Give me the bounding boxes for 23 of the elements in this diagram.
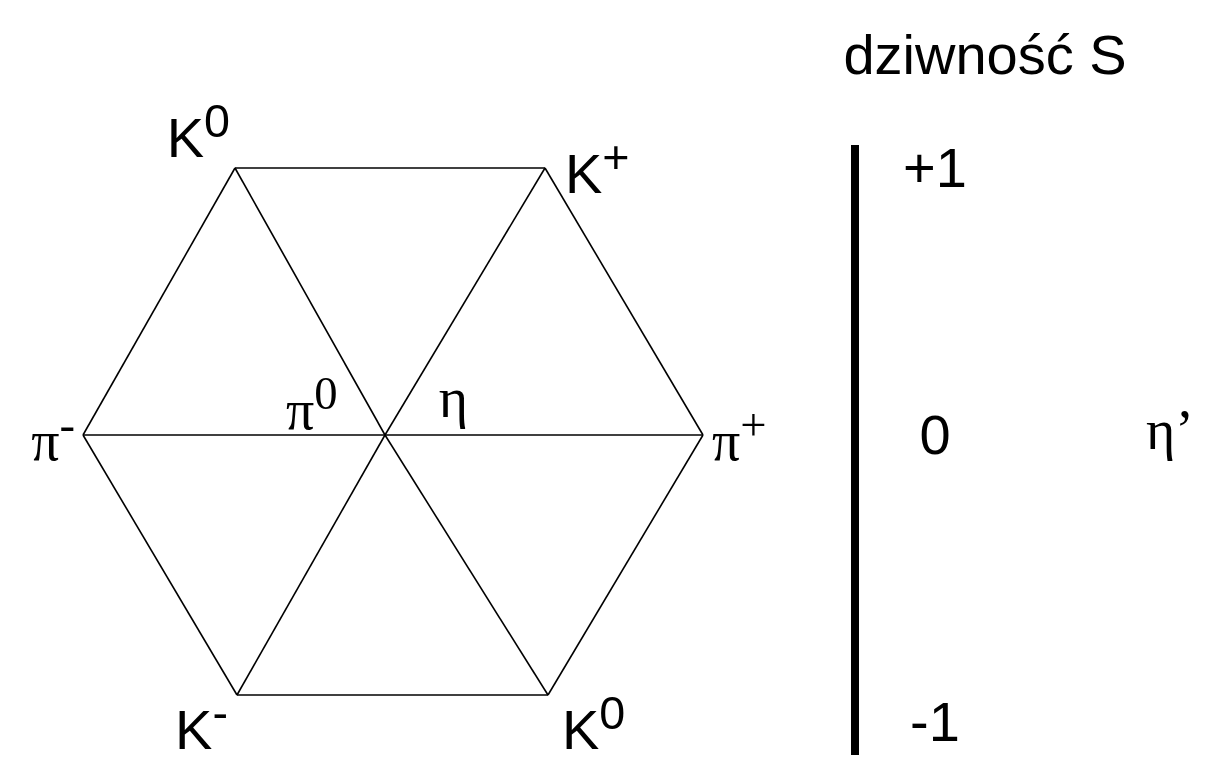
hexagon-line bbox=[82, 434, 386, 436]
particle-label: K$^{0}$ bbox=[562, 690, 626, 757]
hexagon-line bbox=[236, 694, 549, 696]
particle-label: K$^{+}$ bbox=[565, 134, 630, 202]
hexagon-line bbox=[236, 434, 386, 696]
hexagon-line bbox=[384, 434, 549, 696]
hexagon-line bbox=[82, 167, 236, 436]
hexagon-line bbox=[384, 434, 704, 436]
hexagon-line bbox=[547, 434, 704, 696]
hexagon-line bbox=[384, 167, 546, 436]
tick-label: +1 bbox=[903, 140, 967, 196]
hexagon-line bbox=[234, 167, 546, 169]
hexagon-line bbox=[234, 167, 386, 436]
hexagon-line bbox=[544, 167, 704, 436]
particle-label: π$^{0}$ bbox=[286, 370, 338, 438]
hexagon-line bbox=[82, 434, 238, 696]
axis-title: dziwność S bbox=[843, 27, 1127, 83]
tick-label: 0 bbox=[919, 407, 951, 463]
tick-label: -1 bbox=[910, 694, 960, 750]
particle-label: K$^{0}$ bbox=[166, 98, 230, 166]
particle-label: π$^{+}$ bbox=[712, 401, 767, 469]
particle-label: K$^{-}$ bbox=[175, 690, 228, 757]
particle-label: π$^{-}$ bbox=[31, 401, 75, 469]
